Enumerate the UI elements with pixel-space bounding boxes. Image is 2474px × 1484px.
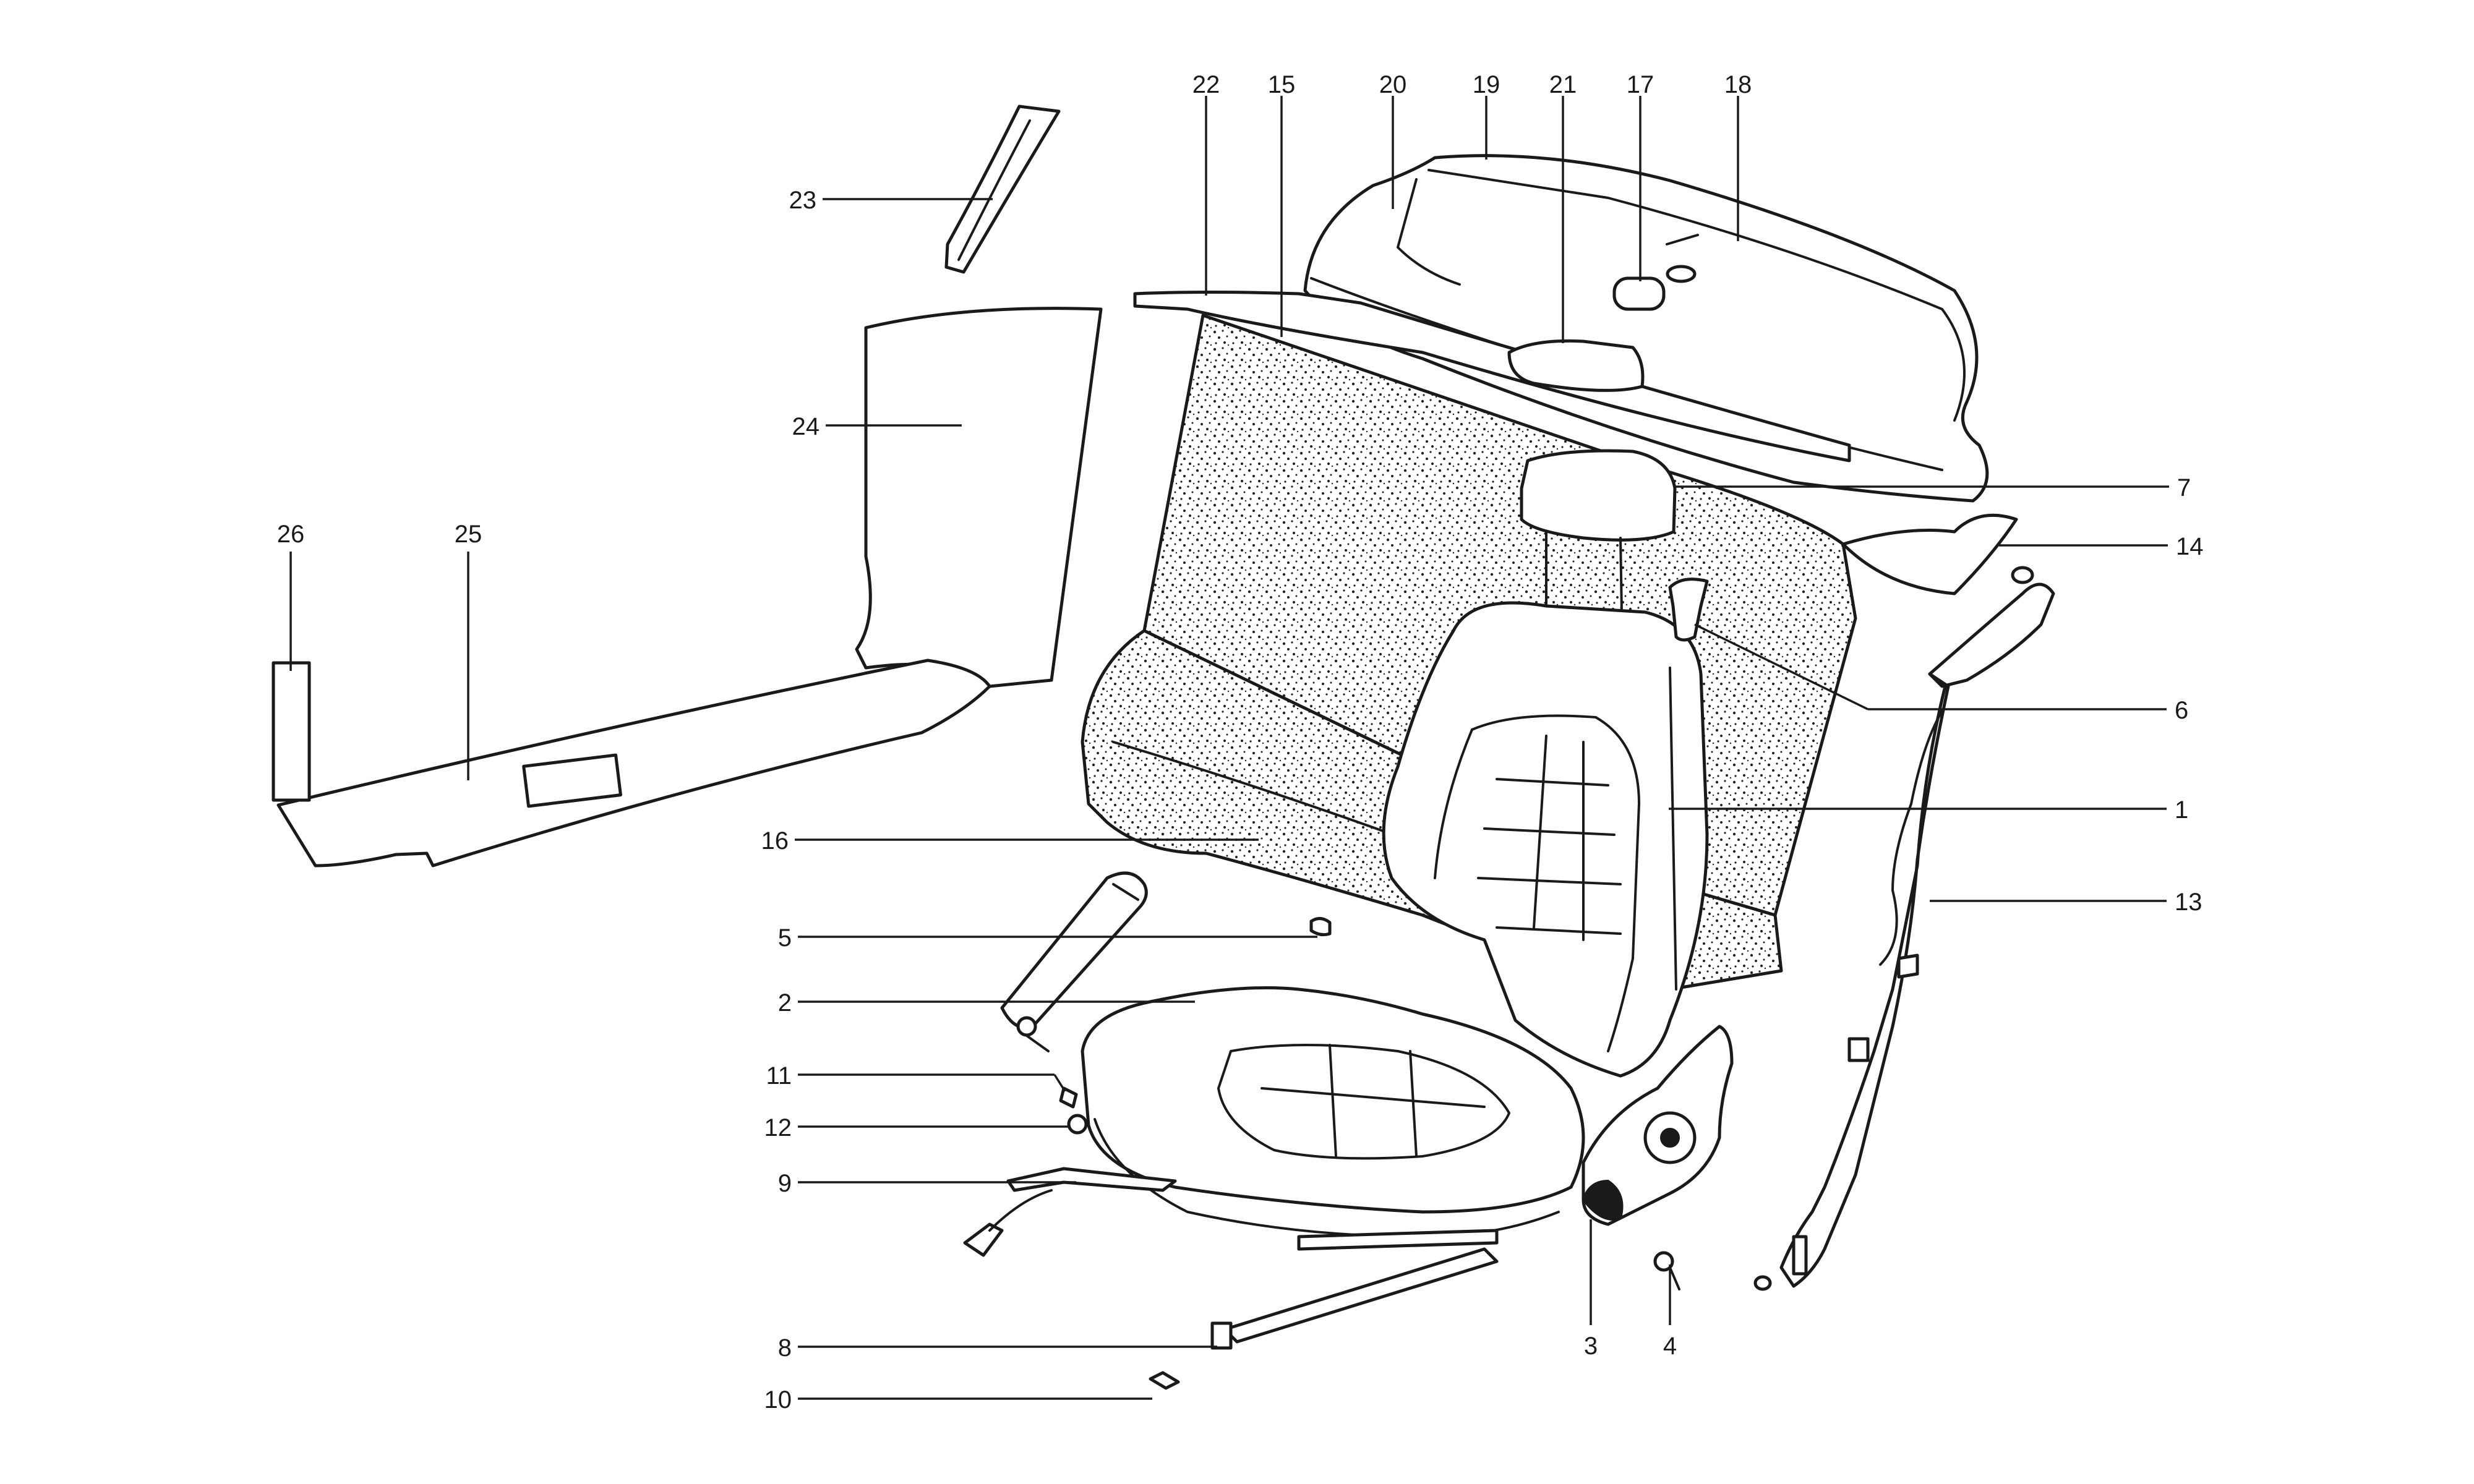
callout-1: 1 xyxy=(2175,796,2188,824)
callout-5: 5 xyxy=(778,924,792,952)
callout-20: 20 xyxy=(1379,71,1407,98)
trim-panel-23 xyxy=(944,104,1061,274)
callout-21: 21 xyxy=(1549,71,1577,98)
callout-19: 19 xyxy=(1473,71,1500,98)
bolt-11 xyxy=(1059,1086,1078,1109)
callout-12: 12 xyxy=(764,1114,792,1141)
callout-16: 16 xyxy=(761,827,789,855)
seat-cushion-2 xyxy=(1081,986,1585,1238)
bolt-10 xyxy=(1149,1371,1180,1390)
seat-backrest-1 xyxy=(1382,601,1709,1078)
callout-3: 3 xyxy=(1584,1333,1598,1360)
callout-2: 2 xyxy=(778,989,792,1017)
side-panel-24 xyxy=(855,307,1103,688)
callout-13: 13 xyxy=(2175,889,2202,916)
callout-26: 26 xyxy=(277,521,305,548)
callout-7: 7 xyxy=(2177,474,2191,501)
callout-17: 17 xyxy=(1627,71,1654,98)
callout-15: 15 xyxy=(1268,71,1296,98)
washer-12 xyxy=(1067,1114,1088,1135)
callout-6: 6 xyxy=(2175,697,2188,724)
recliner-mechanism-3 xyxy=(1582,1025,1734,1226)
callout-18: 18 xyxy=(1724,71,1752,98)
seat-belt-buckle-stalk xyxy=(1000,871,1148,1052)
callout-22: 22 xyxy=(1192,71,1220,98)
callout-14: 14 xyxy=(2176,533,2204,560)
leader-lines xyxy=(289,96,2169,1400)
bracket-4 xyxy=(1653,1251,1680,1290)
seat-belt-13 xyxy=(1753,566,2055,1291)
seat-runner-9 xyxy=(963,1167,1177,1257)
callout-23: 23 xyxy=(789,187,817,214)
rear-headrest-21 xyxy=(1507,339,1645,392)
seat-runner-8 xyxy=(1210,1229,1499,1350)
shelf-end-14 xyxy=(1841,513,2018,595)
trim-strip-22 xyxy=(1133,291,1851,463)
callout-4: 4 xyxy=(1663,1333,1677,1360)
callout-11: 11 xyxy=(766,1062,792,1090)
rear-parcel-shelf-19-20 xyxy=(1303,154,1989,503)
callout-24: 24 xyxy=(792,413,820,440)
bolt-5 xyxy=(1309,917,1332,937)
strip-26 xyxy=(272,661,311,802)
callout-25: 25 xyxy=(455,521,482,548)
callout-10: 10 xyxy=(764,1386,792,1414)
callout-9: 9 xyxy=(778,1170,792,1197)
floor-panel-25 xyxy=(276,659,991,868)
knob-6 xyxy=(1668,578,1709,642)
headrest-7 xyxy=(1520,449,1677,613)
callout-labels: 22 15 20 19 21 17 18 23 24 26 25 7 14 6 … xyxy=(277,71,2204,1414)
callout-8: 8 xyxy=(778,1334,792,1362)
